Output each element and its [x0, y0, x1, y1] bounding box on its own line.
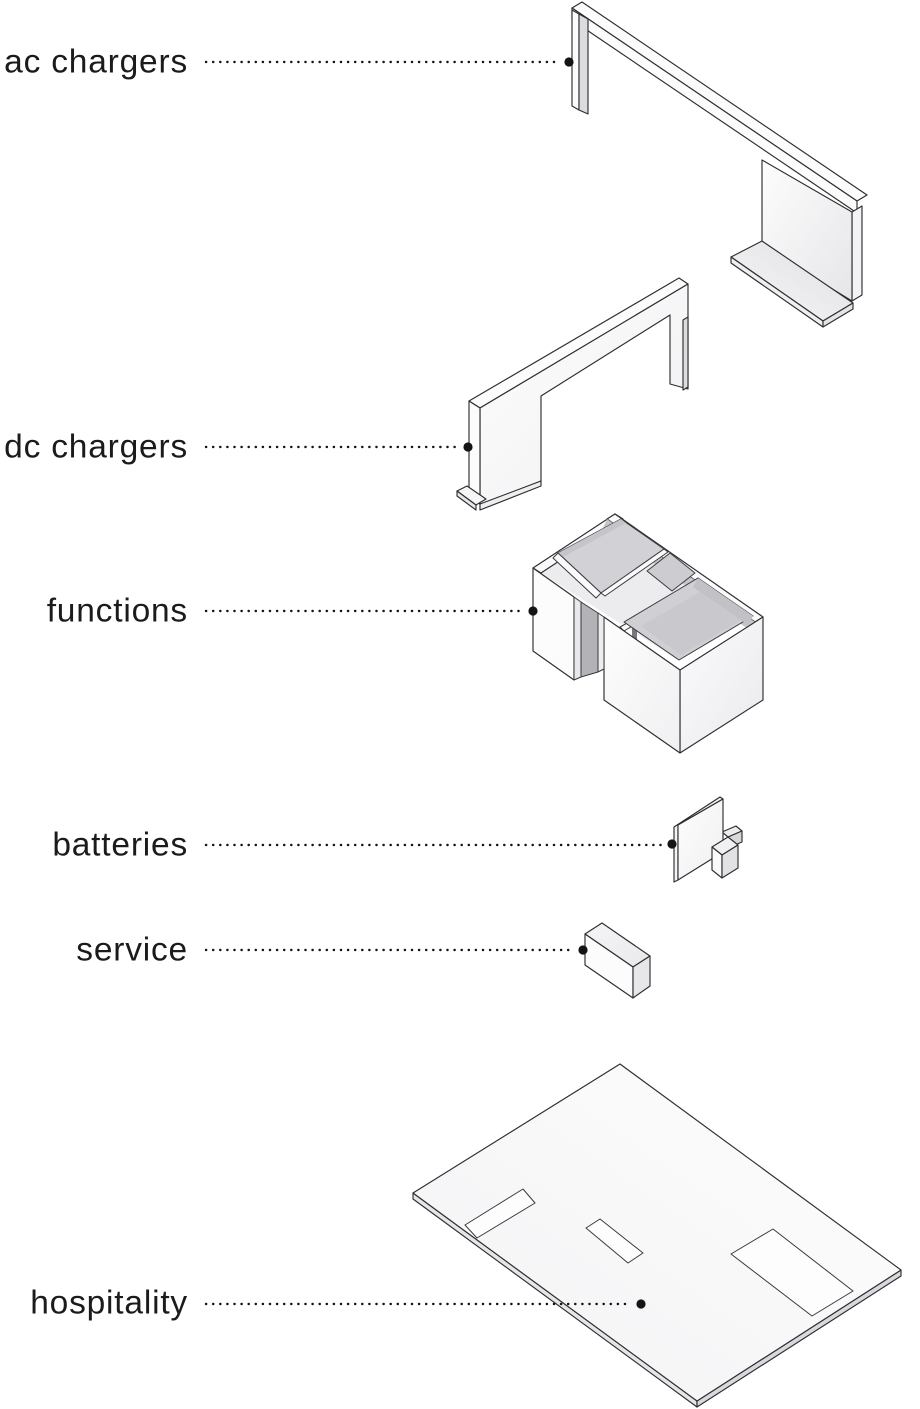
label-batteries: batteries: [52, 827, 188, 864]
label-ac-chargers: ac chargers: [4, 44, 188, 81]
hosp-zone-right: [730, 1228, 854, 1317]
svc-box-right-face: [632, 955, 651, 999]
leader-dot-dc-chargers: [463, 442, 473, 452]
label-dc-chargers: dc chargers: [4, 429, 188, 466]
layer-ac-chargers: ac chargers: [4, 1, 868, 328]
ac-rail-front-face: [571, 7, 858, 214]
ac-leg-side-face: [578, 13, 589, 115]
fn-door-jamb-left: [573, 596, 582, 681]
fn-left-room-backwall-shade: [558, 519, 626, 557]
label-hospitality: hospitality: [30, 1285, 188, 1322]
dc-gate-front-face: [479, 283, 689, 506]
leader-dot-hospitality: [636, 1299, 646, 1309]
hosp-zone-left: [464, 1188, 536, 1239]
label-functions: functions: [47, 593, 188, 630]
layer-service: service: [76, 922, 651, 999]
leader-dot-batteries: [667, 839, 677, 849]
fn-right-room-backwall-shade: [693, 578, 753, 625]
label-service: service: [76, 932, 188, 969]
dc-base-plate-front: [456, 490, 477, 511]
fn-door-jamb-right: [597, 612, 605, 673]
ac-rail-top-face: [571, 1, 868, 202]
dc-wall-bottom-edge: [479, 480, 542, 511]
ac-wall-face: [761, 159, 853, 302]
fn-partition-right-top: [600, 548, 669, 597]
leader-dot-service: [578, 945, 588, 955]
ac-wall-end-face: [851, 205, 863, 302]
leader-dot-functions: [528, 606, 538, 616]
fn-front-wall-right-panel: [603, 616, 681, 754]
leader-dot-ac-chargers: [564, 57, 574, 67]
layer-batteries: batteries: [52, 796, 743, 883]
bat-box-right-face: [721, 844, 739, 879]
hosp-zone-middle: [585, 1218, 644, 1264]
layer-functions: functions: [47, 513, 764, 754]
dc-gate-top-face: [468, 277, 689, 409]
hosp-plate-top-face: [412, 1063, 902, 1402]
fn-partition-front-top: [552, 552, 602, 599]
layer-hospitality: hospitality: [30, 1063, 902, 1408]
layer-dc-chargers: dc chargers: [4, 277, 689, 511]
fn-middle-room-interior: [646, 552, 696, 592]
ac-shelf-right-edge: [822, 302, 854, 328]
dc-leg-side-face: [682, 316, 689, 391]
fn-right-room-floor: [641, 592, 741, 655]
fn-doorway-dark: [580, 601, 599, 678]
